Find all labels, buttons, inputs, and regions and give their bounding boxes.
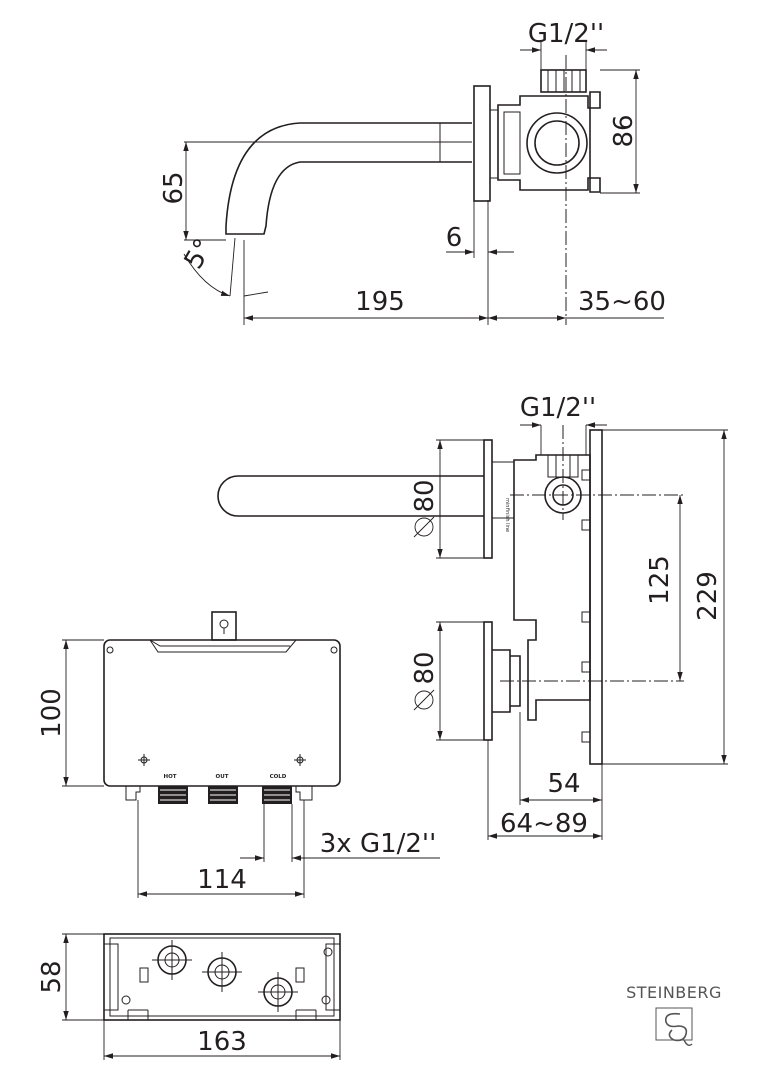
box-depth-top-label: 58 — [37, 960, 67, 993]
box-top-view: 58 163 — [37, 933, 341, 1060]
spout-outline — [225, 122, 472, 235]
valve-body — [497, 91, 601, 193]
thread-label-top: G1/2'' — [528, 19, 604, 49]
lower-rosette-diameter: 80 — [410, 651, 440, 684]
spout-height-label: 65 — [159, 171, 189, 204]
screw-markers — [106, 646, 338, 766]
box-height-label: 100 — [37, 688, 67, 738]
lower-rosette — [483, 621, 493, 741]
brand-logo: STEINBERG — [626, 983, 722, 1047]
connections-label: 3x G1/2'' — [320, 829, 436, 859]
body-port-inner — [534, 120, 580, 166]
box-width-label: 163 — [197, 1027, 247, 1057]
connector-out — [208, 786, 238, 804]
spout-length-label: 195 — [355, 287, 405, 317]
plate-thickness-label: 6 — [446, 223, 463, 253]
brand-mark-icon — [655, 1007, 693, 1041]
mounting-plate — [589, 429, 603, 765]
body-port-outer — [526, 112, 588, 174]
front-spout — [217, 475, 484, 517]
min-label: min — [504, 498, 510, 507]
connector-hot — [158, 786, 188, 804]
height-86-label: 86 — [609, 114, 639, 147]
front-body — [513, 454, 591, 721]
brand-name: STEINBERG — [626, 983, 722, 1002]
box-depth-label: 54 — [547, 769, 580, 799]
port-out-top — [202, 952, 242, 992]
connection-spacing-label: 114 — [197, 865, 247, 895]
upper-rosette — [483, 439, 493, 559]
finish-line-label: finish line — [504, 508, 510, 532]
box-front-view: HOT OUT COLD — [37, 611, 440, 898]
label-cold: COLD — [270, 774, 287, 780]
axis-spacing-label: 125 — [645, 555, 675, 605]
upper-rosette-diameter: 80 — [410, 479, 440, 512]
thread-label-front: G1/2'' — [520, 393, 596, 423]
wall-range-label: 35~60 — [578, 287, 666, 317]
front-view: min finish line G1/2'' 80 80 125 229 — [217, 393, 728, 840]
port-cold-top — [258, 972, 298, 1012]
label-out: OUT — [216, 774, 229, 780]
total-height-label: 229 — [693, 571, 723, 621]
wall-plate — [473, 85, 491, 202]
box-top-outline — [103, 933, 341, 1021]
side-view: G1/2'' 86 65 6 5° 195 35~60 — [159, 19, 666, 325]
box-body — [103, 639, 341, 787]
hanger — [211, 611, 237, 641]
connector-cold — [262, 786, 292, 804]
label-hot: HOT — [163, 774, 176, 780]
depth-range-label: 64~89 — [500, 809, 588, 839]
port-hot-top — [152, 940, 192, 980]
